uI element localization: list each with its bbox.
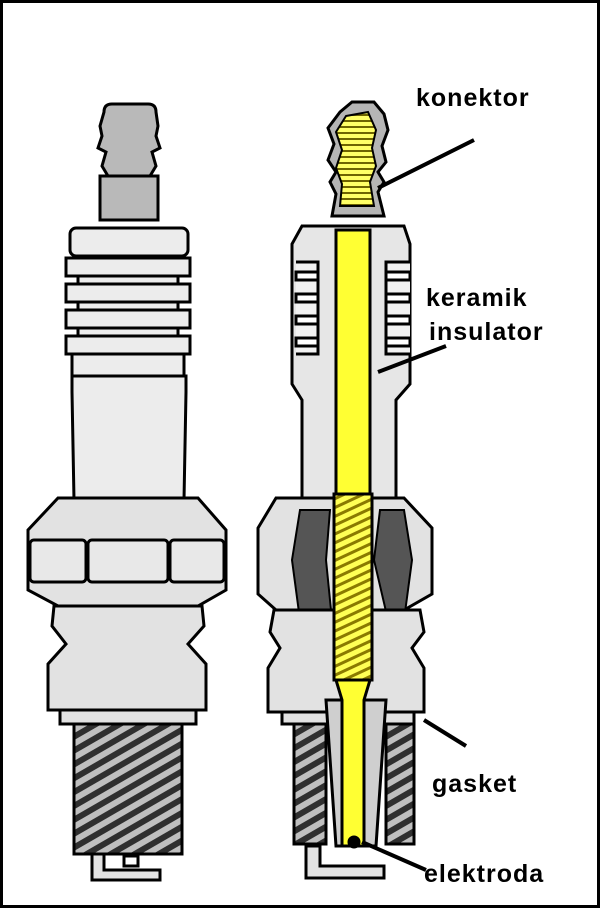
- leader-gasket: [422, 718, 468, 748]
- spark-plug-exterior: [26, 102, 228, 882]
- label-gasket: gasket: [432, 770, 518, 798]
- label-elektroda: elektroda: [424, 860, 545, 888]
- label-insulator: insulator: [429, 318, 544, 346]
- leader-lines: [361, 138, 475, 872]
- leader-keramik: [377, 344, 447, 374]
- leader-elektroda: [361, 840, 427, 872]
- label-keramik: keramik: [426, 284, 528, 312]
- leader-konektor: [377, 138, 475, 190]
- spark-plug-cutaway: [256, 100, 434, 880]
- label-konektor: konektor: [416, 84, 530, 112]
